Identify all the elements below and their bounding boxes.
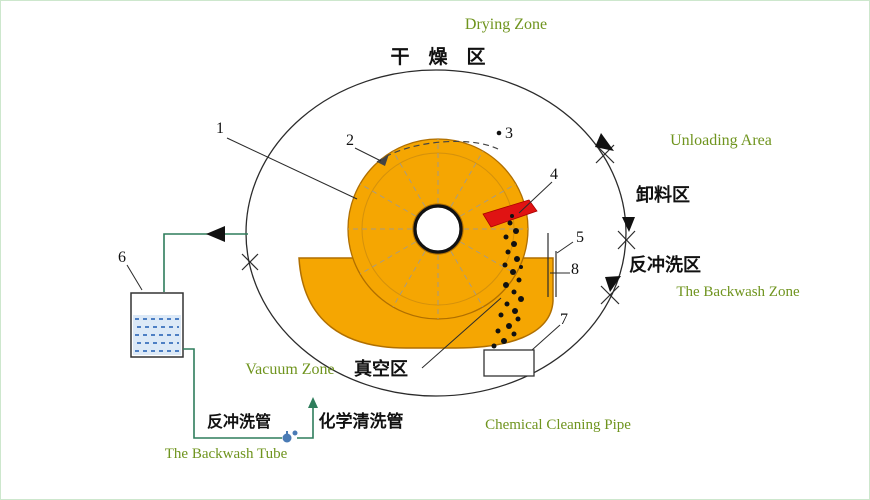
part-number-6: 6 (118, 249, 126, 266)
pump-icon (282, 430, 298, 443)
drum-arrow-right-icon (622, 217, 635, 232)
backwash-tube (183, 348, 318, 439)
leader-2 (354, 147, 382, 162)
leader-6 (126, 264, 143, 291)
tick-bottom-right (600, 285, 620, 305)
filtrate-pipe (163, 226, 248, 292)
label-backwash-tube-en: The Backwash Tube (165, 446, 288, 462)
leader-7 (531, 324, 561, 351)
part-number-2: 2 (346, 132, 354, 149)
label-chemical-pipe-en: Chemical Cleaning Pipe (485, 417, 631, 433)
disc-sector-spokes (348, 139, 528, 319)
part-number-8: 8 (571, 261, 579, 278)
part-number-7: 7 (560, 311, 568, 328)
part-number-4: 4 (550, 166, 558, 183)
label-unloading-area-en: Unloading Area (670, 132, 772, 149)
label-vacuum-zone-zh: 真空区 (354, 358, 408, 379)
leader-lines (126, 137, 574, 369)
flow-arrow-up-icon (308, 397, 318, 408)
label-backwash-zone-zh: 反冲洗区 (629, 254, 701, 275)
label-drying-zone-zh: 干 燥 区 (390, 46, 485, 68)
part-number-1: 1 (216, 120, 224, 137)
label-vacuum-zone-en: Vacuum Zone (245, 361, 334, 378)
drum-outline (245, 69, 627, 397)
part-number-5: 5 (576, 229, 584, 246)
drum-arrow-top-icon (595, 133, 614, 151)
label-chemical-pipe-zh: 化学清洗管 (319, 411, 404, 431)
tick-right (617, 230, 636, 250)
leader-1 (226, 137, 358, 200)
rotation-direction-arrows (595, 133, 635, 292)
cake-particles (491, 214, 524, 349)
leader-5 (556, 241, 574, 254)
label-backwash-tube-zh: 反冲洗管 (207, 412, 271, 431)
zone-boundary-ticks (241, 144, 636, 305)
collection-box (483, 349, 535, 377)
drum-arrow-bottom-icon (605, 276, 621, 292)
scraper-blade (482, 199, 538, 228)
flow-arrow-left-icon (206, 226, 225, 242)
arc-end-dot (496, 130, 502, 136)
tick-left (241, 253, 259, 271)
label-backwash-zone-en: The Backwash Zone (676, 284, 800, 300)
rotation-arrow-icon (377, 154, 389, 166)
part-number-3: 3 (505, 125, 513, 142)
tank-liquid (135, 318, 179, 352)
label-unloading-area-zh: 卸料区 (636, 184, 690, 205)
label-drying-zone-en: Drying Zone (465, 16, 547, 33)
leader-4 (518, 181, 553, 214)
disc-hub (413, 204, 463, 254)
receiver-tank (130, 292, 184, 358)
leader-vacuum (421, 297, 502, 369)
